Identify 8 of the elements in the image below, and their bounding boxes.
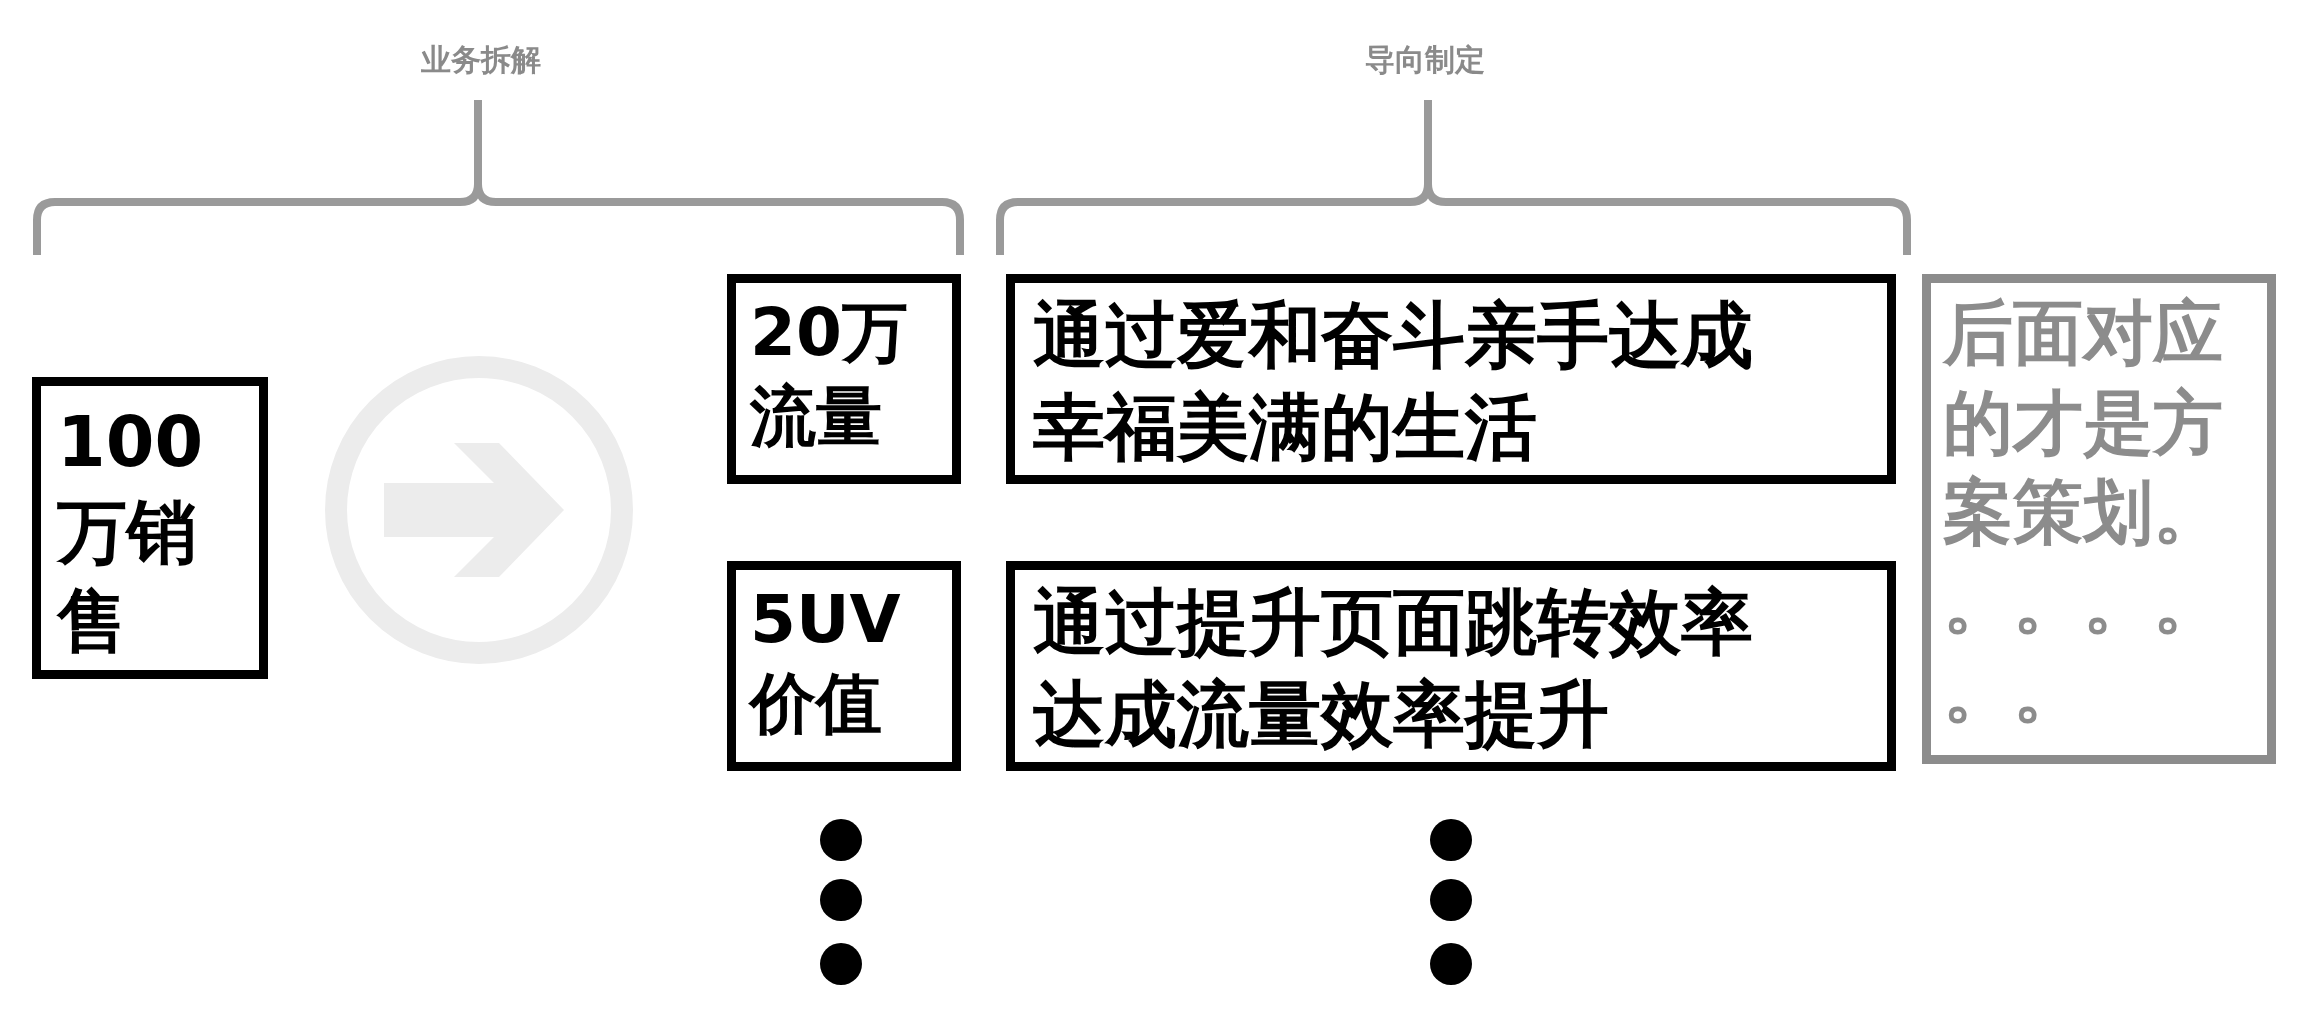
strategy-box: 通过爱和奋斗亲手达成幸福美满的生活 [1006, 274, 1896, 484]
goal-box: 100万销售 [32, 377, 268, 679]
strategy-box: 通过提升页面跳转效率达成流量效率提升 [1006, 561, 1896, 771]
metric-box: 20万流量 [727, 274, 961, 484]
section-heading: 导向制定 [1365, 41, 1485, 79]
metric-box: 5UV价值 [727, 561, 961, 771]
note-box: 后面对应的才是方案策划。。。。。。。 [1922, 274, 2276, 764]
section-heading: 业务拆解 [421, 41, 541, 79]
